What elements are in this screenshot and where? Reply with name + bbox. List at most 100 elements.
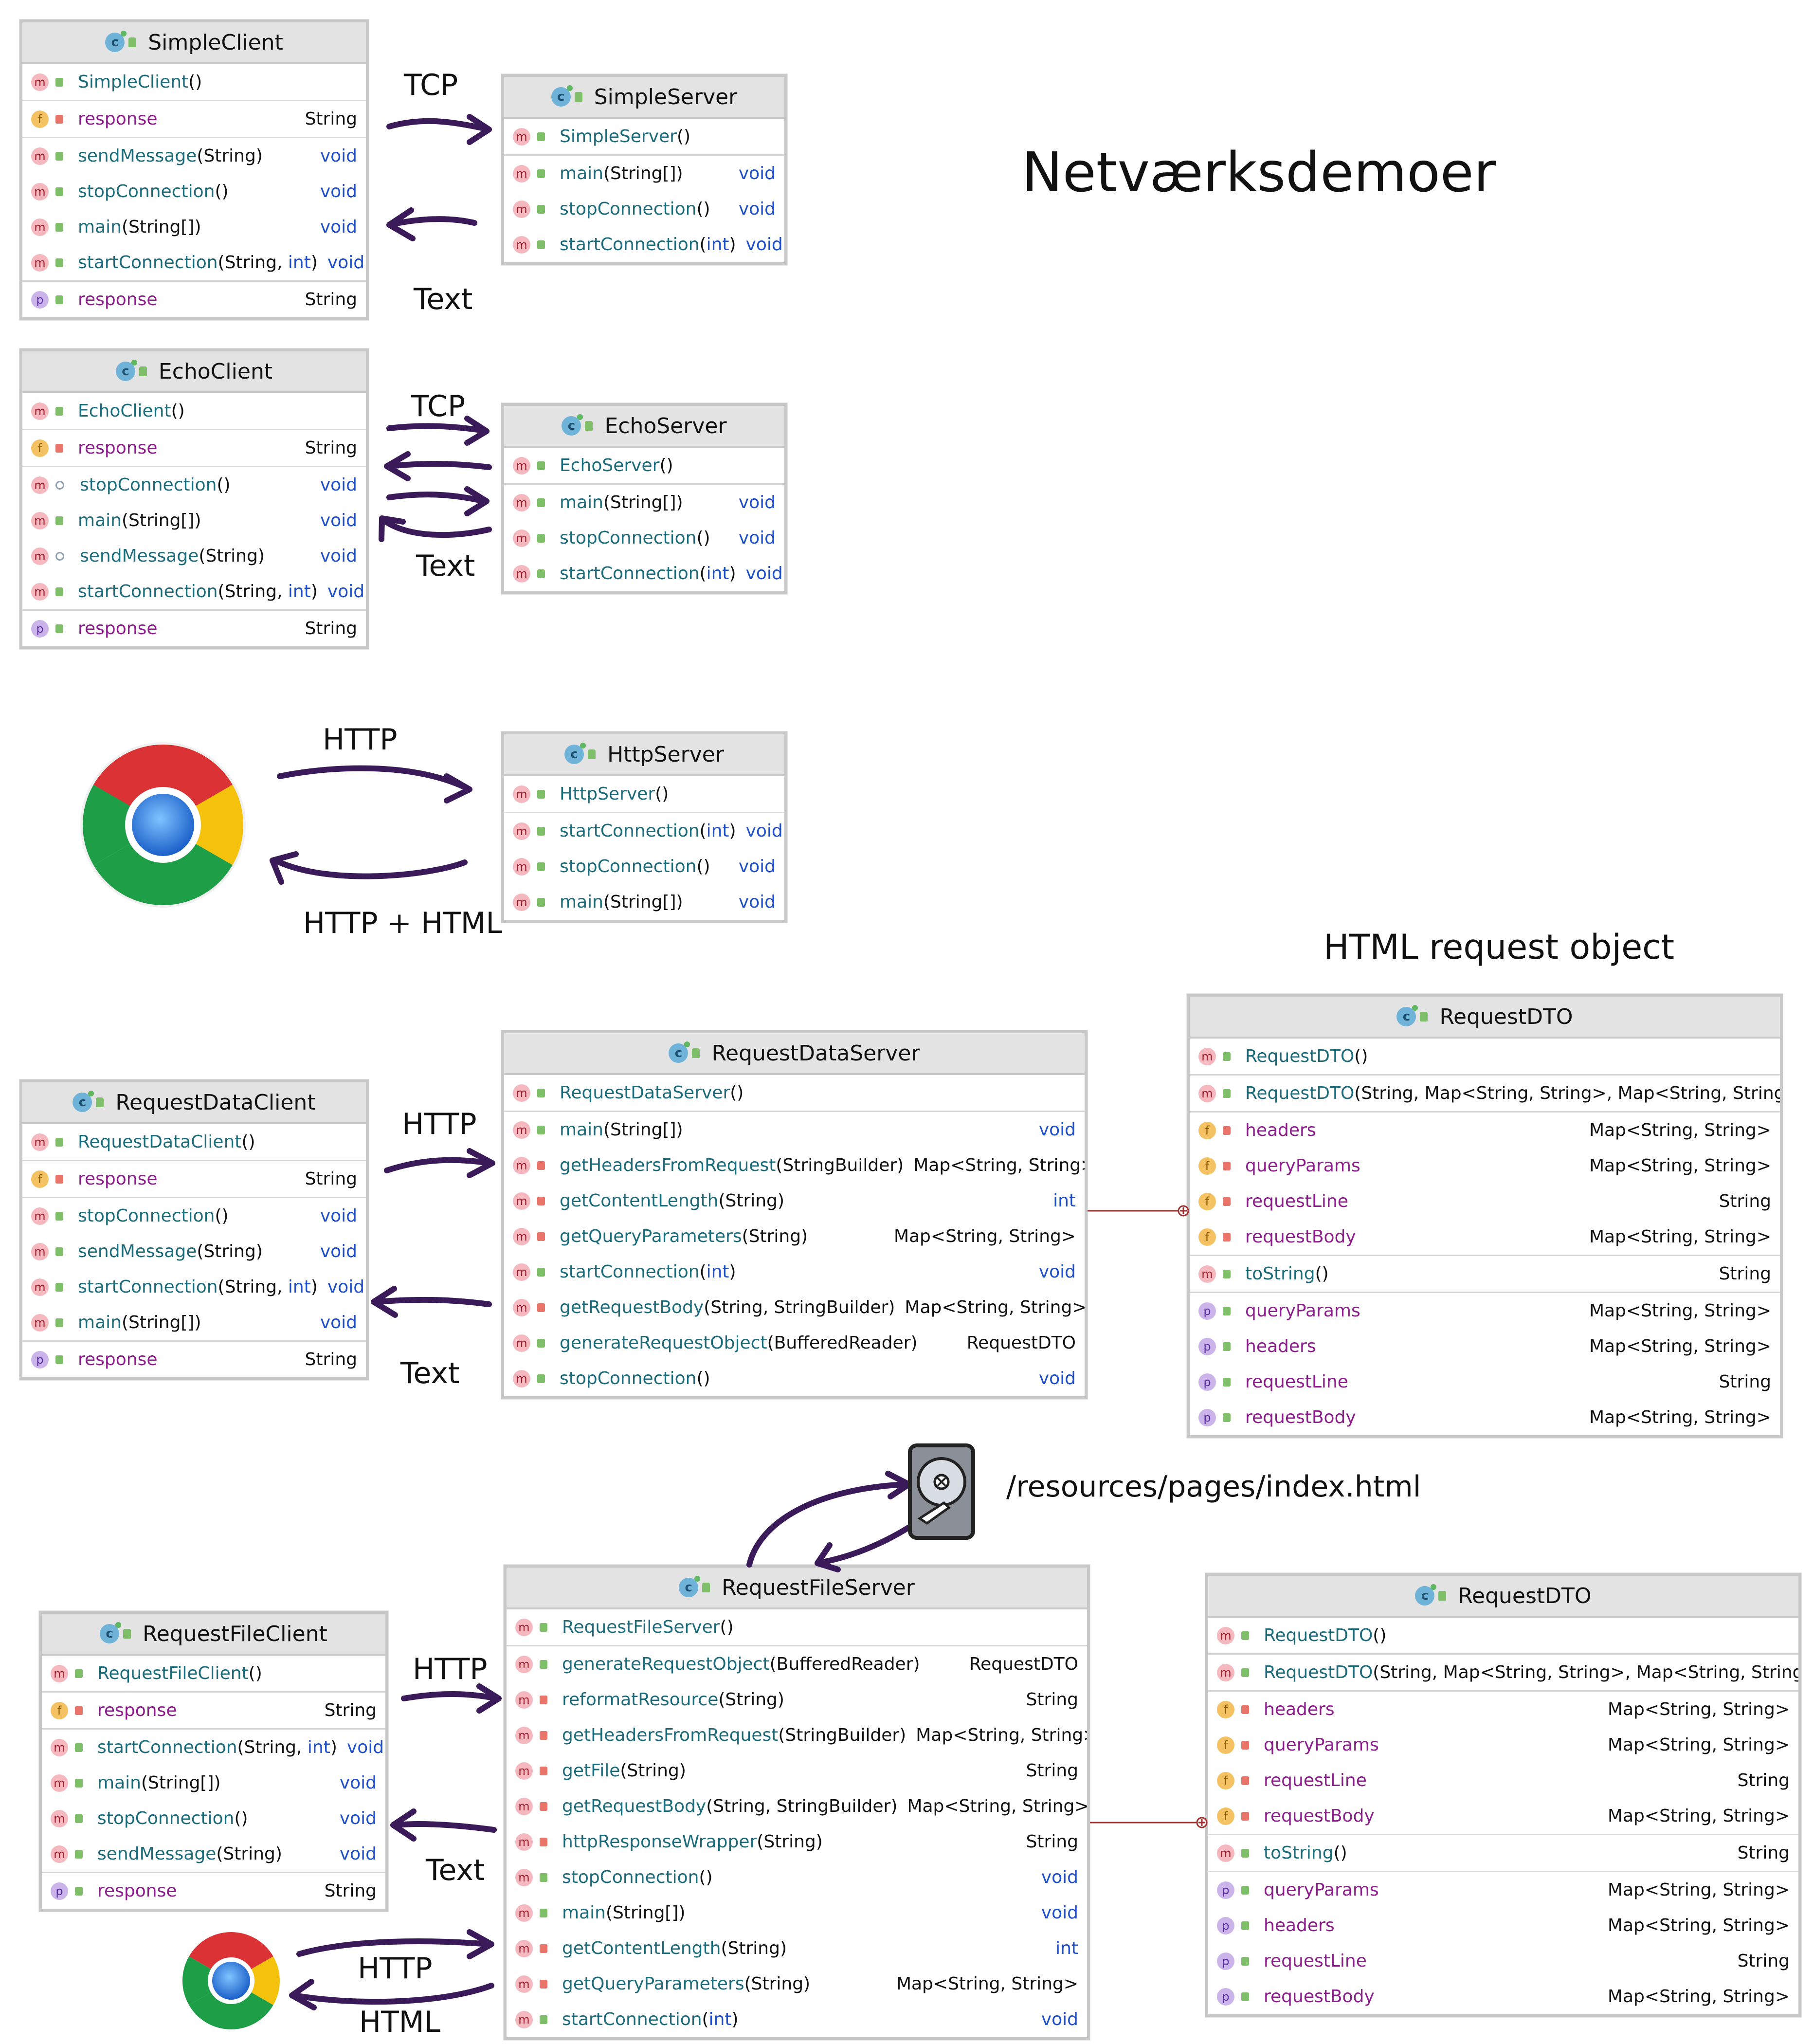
public-lock-icon [1223,1269,1231,1278]
member-name: response [78,1350,158,1369]
member-args: (BufferedReader) [769,1654,920,1674]
method-icon: m [515,1618,533,1636]
member-args: () [696,857,710,876]
private-lock-icon [540,1979,547,1989]
